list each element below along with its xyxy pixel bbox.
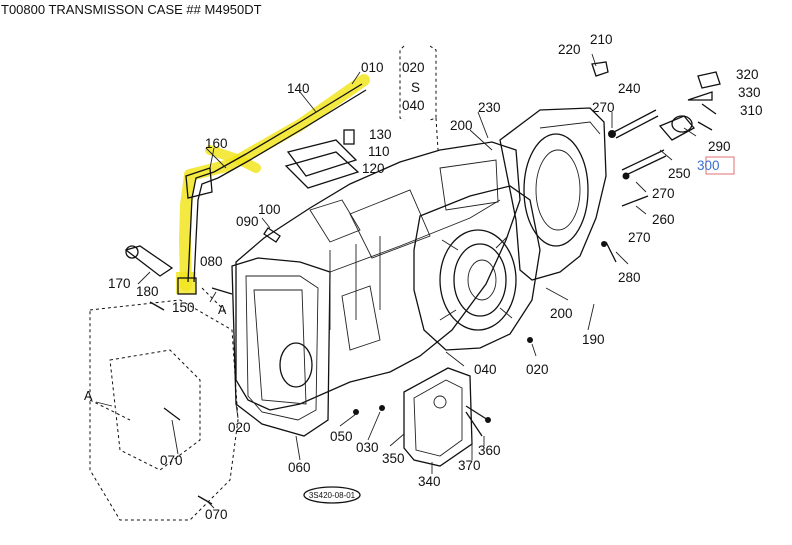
part-label-040: 040	[402, 98, 425, 113]
bottom-cover	[403, 367, 491, 467]
part-label-200-low: 200	[550, 306, 573, 321]
reference-box	[705, 156, 735, 175]
part-label-130: 130	[369, 127, 392, 142]
part-label-070-upper: 070	[160, 453, 183, 468]
part-label-010: 010	[361, 60, 384, 75]
leader-lines	[95, 53, 697, 509]
part-label-150: 150	[172, 300, 195, 315]
front-housing	[413, 185, 541, 351]
ghost-unit	[89, 287, 239, 521]
part-label-020-mid: 020	[526, 362, 549, 377]
part-label-210: 210	[590, 32, 613, 47]
part-label-100: 100	[258, 202, 281, 217]
top-cover	[284, 129, 360, 189]
part-label-200: 200	[450, 118, 473, 133]
part-label-250: 250	[668, 166, 691, 181]
part-label-020: 020	[402, 60, 425, 75]
part-label-080: 080	[200, 254, 223, 269]
dipstick-assembly	[177, 83, 367, 295]
part-label-360: 360	[478, 443, 501, 458]
part-label-340: 340	[418, 474, 441, 489]
part-label-180: 180	[136, 284, 159, 299]
group-bracket	[399, 45, 439, 151]
part-label-190: 190	[582, 332, 605, 347]
part-label-020-left: 020	[228, 420, 251, 435]
part-label-320: 320	[736, 67, 759, 82]
part-label-220: 220	[558, 42, 581, 57]
part-label-270-low: 270	[628, 230, 651, 245]
part-label-170: 170	[108, 276, 131, 291]
part-label-060: 060	[288, 460, 311, 475]
part-label-s: S	[411, 80, 420, 95]
plug-assembly	[658, 71, 721, 141]
diagram-title: T00800 TRANSMISSON CASE ## M4950DT	[1, 2, 262, 17]
part-label-290: 290	[708, 139, 731, 154]
part-label-300: 300	[697, 158, 720, 173]
part-label-140: 140	[287, 81, 310, 96]
part-labels: 010 020 S 040 140 160 130 110 120 100 09…	[84, 32, 763, 522]
bolts-right	[591, 61, 667, 263]
part-label-310: 310	[740, 103, 763, 118]
part-label-350: 350	[382, 451, 405, 466]
drawing-number-stamp: 3S420-08-01	[303, 486, 361, 504]
part-label-160: 160	[205, 136, 228, 151]
part-label-090: 090	[236, 214, 259, 229]
part-label-270-top: 270	[592, 100, 615, 115]
part-label-110: 110	[368, 144, 390, 159]
part-label-240: 240	[618, 81, 641, 96]
part-label-330: 330	[738, 85, 761, 100]
part-label-280: 280	[618, 270, 641, 285]
transmission-case-body	[231, 141, 521, 437]
ref-label-a: A	[218, 303, 227, 317]
part-label-050: 050	[330, 429, 353, 444]
part-label-270-mid: 270	[652, 186, 675, 201]
bolts-left	[124, 227, 533, 505]
ref-label-a-lower: A	[84, 389, 93, 403]
part-label-230: 230	[478, 100, 501, 115]
stamp-text: 3S420-08-01	[309, 491, 356, 500]
part-label-370: 370	[458, 458, 481, 473]
part-label-030: 030	[356, 440, 379, 455]
part-label-070-lower: 070	[205, 507, 228, 522]
part-label-120: 120	[362, 161, 385, 176]
part-label-040-low: 040	[474, 362, 497, 377]
part-label-260: 260	[652, 212, 675, 227]
clutch-housing	[499, 107, 607, 281]
